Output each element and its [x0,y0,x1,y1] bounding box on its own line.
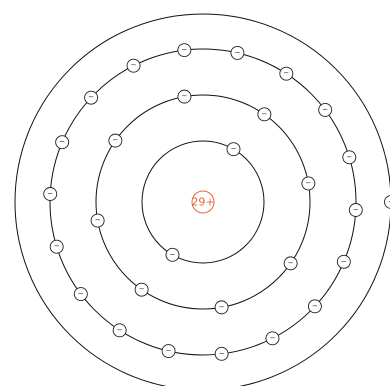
electron: − [215,301,228,314]
electron-sign: − [312,302,318,310]
electron: − [258,108,271,121]
electron-sign: − [139,285,145,293]
electron-sign: − [88,93,94,101]
electron-sign: − [288,259,294,267]
electron-sign: − [219,349,225,357]
electron: − [215,347,228,360]
electron-sign: − [346,153,352,161]
electron-sign: − [95,216,101,224]
electron-sign: − [166,347,172,355]
electron-sign: − [47,189,53,197]
electron-sign: − [181,92,187,100]
electron-sign: − [270,334,276,342]
electron: − [178,44,191,57]
electron-sign: − [353,206,359,214]
electron: − [337,255,350,268]
electron: − [162,345,175,358]
electron-sign: − [131,61,137,69]
electron-sign: − [261,110,267,118]
electron-sign: − [305,179,311,187]
electron: − [231,46,244,59]
electron-sign: − [112,136,118,144]
electron: − [308,300,321,313]
electron-sign: − [181,46,187,54]
electron: − [56,136,69,149]
electron: − [385,196,390,209]
electron-sign: − [234,48,240,56]
electron: − [178,90,191,103]
nucleus: 29+ [191,191,214,213]
electron-sign: − [283,69,289,77]
electron: − [135,283,148,296]
electron-sign: − [54,242,60,250]
electron-sign: − [170,250,176,258]
electron: − [349,204,362,217]
electron: − [91,214,104,227]
electron: − [74,288,87,301]
electron: − [284,257,297,270]
electron-sign: − [219,303,225,311]
nucleus-label: 29+ [191,196,214,209]
electron: − [113,324,126,337]
electron: − [85,91,98,104]
electron-sign: − [322,105,328,113]
electron-sign: − [78,290,84,298]
electron: − [50,240,63,253]
electron: − [166,248,179,261]
electron: − [343,151,356,164]
electron: − [44,187,57,200]
electron-sign: − [117,326,123,334]
electron: − [280,67,293,80]
electron: − [227,143,240,156]
electron-sign: − [341,257,347,265]
electron: − [302,177,315,190]
electron: − [266,332,279,345]
electron: − [319,103,332,116]
electron: − [127,59,140,72]
electron: − [109,134,122,147]
electron-sign: − [231,145,237,153]
electron-sign: − [59,138,65,146]
